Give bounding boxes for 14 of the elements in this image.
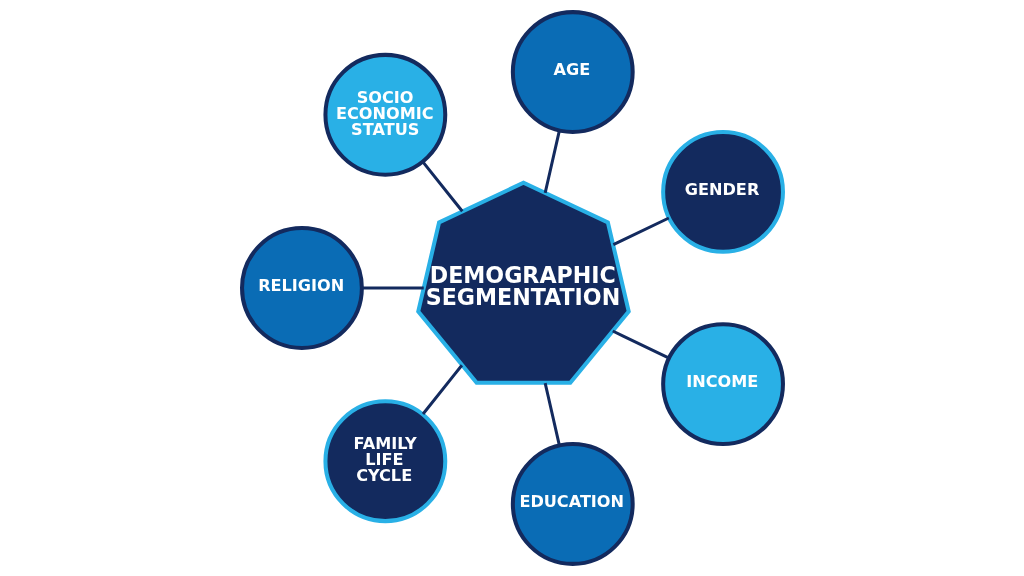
connector — [421, 364, 463, 415]
connector — [543, 382, 561, 446]
node-circle: INCOME — [660, 322, 785, 447]
connector — [612, 216, 669, 247]
connector — [543, 130, 561, 194]
node-circle: EDUCATION — [510, 442, 635, 566]
connector — [361, 286, 424, 290]
node-circle: SOCIO ECONOMIC STATUS — [322, 52, 447, 177]
node-circle: AGE — [510, 10, 635, 134]
node-circle: FAMILY LIFE CYCLE — [322, 399, 447, 524]
connector — [611, 329, 670, 360]
node-circle: GENDER — [660, 129, 785, 254]
connector — [421, 160, 463, 213]
node-circle: RELIGION — [239, 226, 364, 350]
